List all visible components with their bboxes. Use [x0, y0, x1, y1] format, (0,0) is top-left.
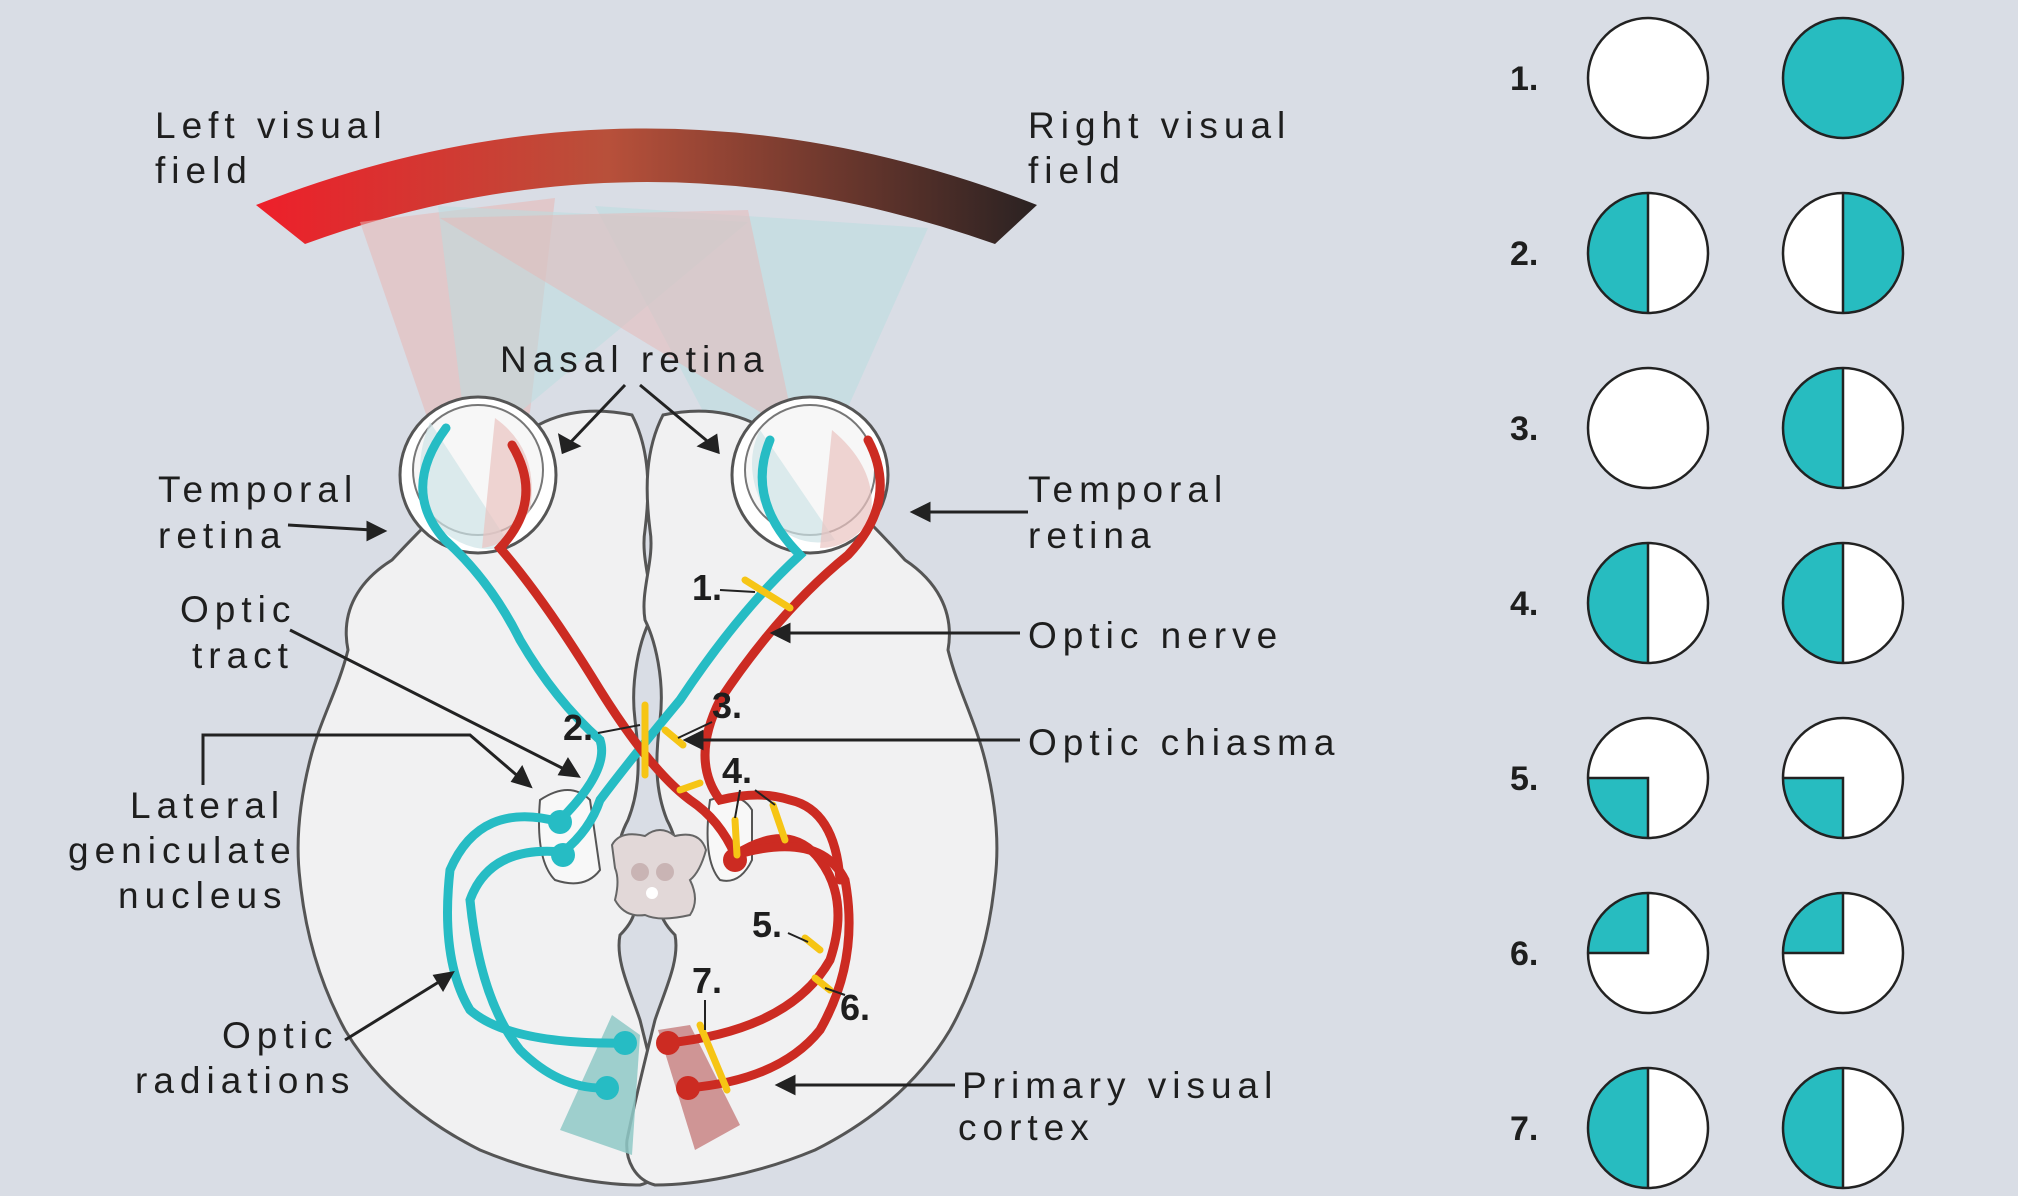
lesion-marker-6: 6. [840, 987, 870, 1028]
right-eye-field-circle [1783, 368, 1903, 488]
left-eye-field-circle [1588, 718, 1708, 838]
defect-row-label: 7. [1510, 1110, 1538, 1148]
label-optic-tract: Optic tract [180, 589, 296, 676]
label-optic-chiasma: Optic chiasma [1028, 722, 1340, 763]
label-lgn: Lateral geniculate nucleus [68, 785, 297, 916]
defect-row-label: 4. [1510, 585, 1538, 623]
defect-row: 2. [1510, 193, 1903, 313]
svg-text:Temporal: Temporal [158, 469, 358, 510]
left-eye-field-circle [1588, 368, 1708, 488]
svg-text:tract: tract [192, 635, 294, 676]
defect-row: 7. [1510, 1068, 1903, 1188]
temporal-retina-right-arrow [913, 504, 1028, 520]
svg-text:retina: retina [1028, 515, 1157, 556]
defect-row: 1. [1510, 18, 1903, 138]
defect-row-label: 2. [1510, 235, 1538, 273]
visual-field-defects-panel: 1. 2. 3. 4. 5. 6. 7. [1510, 18, 1903, 1188]
label-right-visual-field: Right visual field [1028, 105, 1291, 191]
label-primary-visual-cortex: Primary visual cortex [958, 1065, 1278, 1148]
defect-row: 6. [1510, 893, 1903, 1013]
label-optic-radiations: Optic radiations [135, 1015, 355, 1101]
lesion-marker-7: 7. [692, 960, 722, 1001]
defect-row: 3. [1510, 368, 1903, 488]
right-eye-field-circle [1783, 1068, 1903, 1188]
defect-row-label: 1. [1510, 60, 1538, 98]
svg-text:geniculate: geniculate [68, 830, 297, 871]
field-defect-shading [1783, 1068, 1843, 1188]
svg-text:Primary visual: Primary visual [962, 1065, 1278, 1106]
left-eye-field-circle [1588, 1068, 1708, 1188]
field-defect-shading [1588, 1068, 1648, 1188]
svg-text:field: field [1028, 150, 1126, 191]
defect-row-label: 3. [1510, 410, 1538, 448]
label-nasal-retina: Nasal retina [500, 339, 769, 380]
defect-row: 5. [1510, 718, 1903, 838]
left-eye-field-circle [1588, 543, 1708, 663]
svg-text:Lateral: Lateral [130, 785, 285, 826]
right-eye-field-circle [1783, 543, 1903, 663]
left-eye-field-circle [1588, 193, 1708, 313]
lesion-marker-5: 5. [752, 904, 782, 945]
right-eye-field-circle [1783, 193, 1903, 313]
field-defect-shading [1783, 368, 1843, 488]
svg-text:Temporal: Temporal [1028, 469, 1228, 510]
svg-text:Optic: Optic [222, 1015, 338, 1056]
svg-text:nucleus: nucleus [118, 875, 288, 916]
label-temporal-retina-right: Temporal retina [1028, 469, 1228, 556]
left-eye-field-circle [1588, 893, 1708, 1013]
right-eye-field-circle [1783, 893, 1903, 1013]
field-defect-shading [1588, 543, 1648, 663]
lesion-marker-2: 2. [563, 707, 593, 748]
svg-text:Optic: Optic [180, 589, 296, 630]
lesion-marker-1: 1. [692, 567, 722, 608]
svg-text:radiations: radiations [135, 1060, 355, 1101]
label-temporal-retina-left: Temporal retina [158, 469, 358, 556]
defect-row-label: 6. [1510, 935, 1538, 973]
field-defect-shading [1783, 543, 1843, 663]
defect-row: 4. [1510, 543, 1903, 663]
svg-text:Right visual: Right visual [1028, 105, 1291, 146]
right-eye-field-circle [1783, 718, 1903, 838]
right-eye-field-circle [1783, 18, 1903, 138]
svg-text:cortex: cortex [958, 1107, 1095, 1148]
defect-row-label: 5. [1510, 760, 1538, 798]
svg-text:field: field [155, 150, 253, 191]
svg-text:retina: retina [158, 515, 287, 556]
field-defect-shading [1843, 193, 1903, 313]
temporal-retina-left-arrow [288, 523, 384, 539]
field-defect-shading [1588, 193, 1648, 313]
lesion-marker-3: 3. [712, 685, 742, 726]
lesion-marker-4: 4. [722, 750, 752, 791]
label-optic-nerve: Optic nerve [1028, 615, 1283, 656]
svg-text:Left visual: Left visual [155, 105, 388, 146]
left-eye-field-circle [1588, 18, 1708, 138]
